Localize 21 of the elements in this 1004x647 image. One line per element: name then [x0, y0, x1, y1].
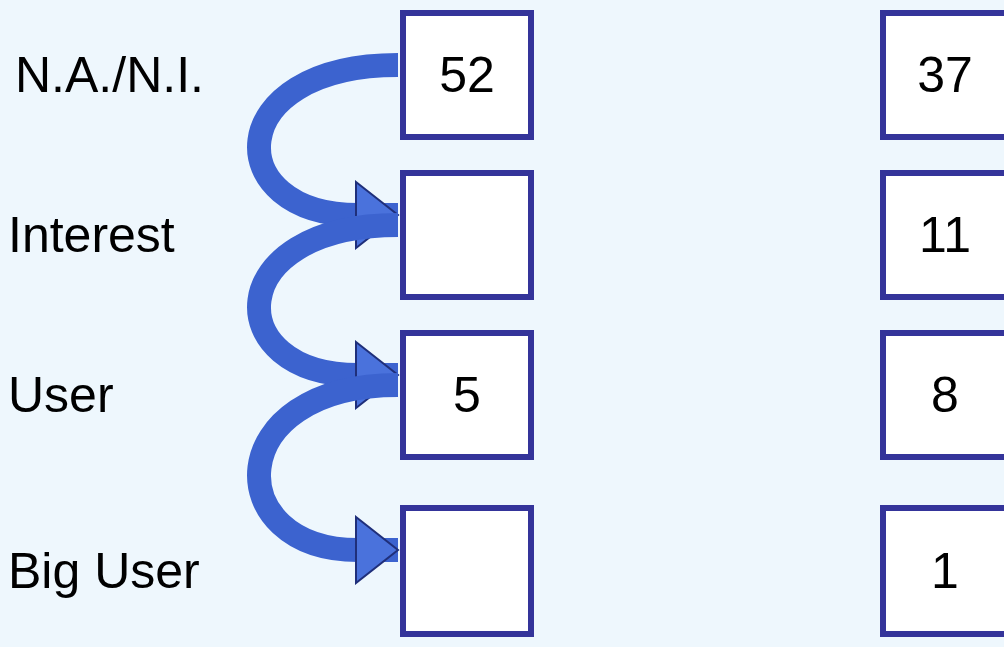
stage-label: Big User	[8, 542, 200, 600]
curved-arrow	[247, 53, 399, 249]
empty-box	[400, 170, 534, 300]
stage-label: User	[8, 366, 114, 424]
count-box	[880, 330, 1004, 460]
empty-box	[400, 505, 534, 637]
count-value: 37	[917, 46, 973, 104]
count-box	[880, 170, 1004, 300]
curved-arrow	[247, 373, 399, 584]
count-value: 11	[919, 206, 971, 264]
curved-arrow	[247, 213, 399, 409]
count-value: 5	[453, 366, 481, 424]
count-value: 52	[439, 46, 495, 104]
count-box	[400, 330, 534, 460]
count-box	[880, 10, 1004, 140]
stage-label: N.A./N.I.	[15, 46, 204, 104]
count-value: 8	[931, 366, 959, 424]
count-box	[400, 10, 534, 140]
stage-label: Interest	[8, 206, 175, 264]
count-value: 1	[931, 542, 959, 600]
count-box	[880, 505, 1004, 637]
